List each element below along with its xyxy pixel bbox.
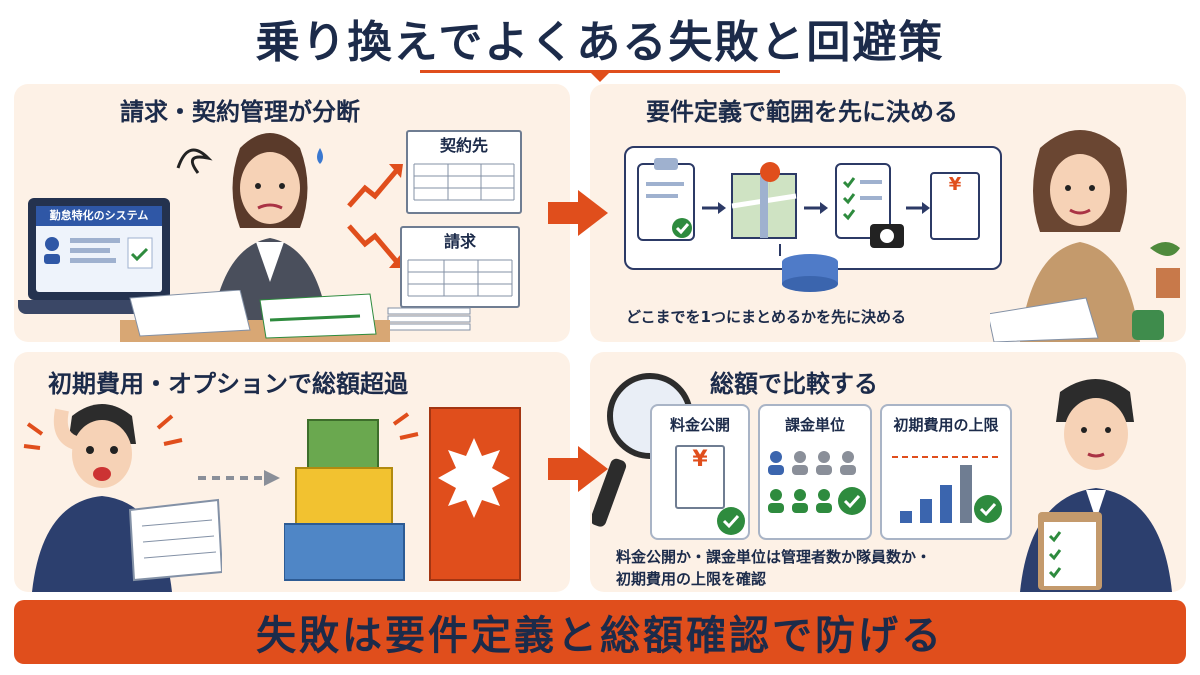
conclusion-banner: 失敗は要件定義と総額確認で防げる	[14, 600, 1186, 664]
solution-2-caption-line1: 料金公開か・課金単位は管理者数か隊員数か・	[616, 548, 932, 566]
shocked-man-illustration	[23, 404, 222, 592]
check-icon	[717, 507, 745, 535]
invoice-sheet-title: 請求	[443, 232, 476, 251]
page-title: 乗り換えでよくある失敗と回避策	[255, 17, 945, 68]
solution-1-caption: どこまでを1つにまとめるかを先に決める	[626, 308, 906, 326]
card-pricing-public-title: 料金公開	[669, 416, 730, 434]
yen-icon: ¥	[948, 174, 962, 195]
invoice-sheet: 請求	[400, 226, 520, 308]
bar-chart-icon	[892, 456, 1002, 523]
laptop-ui-icon	[44, 237, 153, 269]
card-billing-unit: 課金単位	[758, 404, 872, 540]
cost-blocks-illustration	[284, 407, 521, 581]
desk-papers-illustration	[120, 290, 390, 342]
checklist-icon	[835, 163, 891, 239]
dashed-arrow-icon	[198, 470, 280, 486]
solution-1-heading: 要件定義で範囲を先に決める	[646, 98, 958, 126]
yen-document-icon: ¥	[675, 445, 725, 509]
card-billing-unit-title: 課金単位	[784, 416, 845, 434]
map-pin-icon	[731, 162, 797, 239]
contract-sheet-title: 契約先	[439, 136, 488, 155]
scope-flow-diagram	[637, 158, 930, 292]
arrow-right-icon	[548, 446, 608, 492]
problem-1-heading: 請求・契約管理が分断	[120, 98, 360, 126]
arrow-right-icon	[548, 190, 608, 236]
problem-2-heading: 初期費用・オプションで総額超過	[48, 370, 408, 398]
card-initial-cost-cap-title: 初期費用の上限	[893, 416, 999, 434]
thinking-man-illustration	[1020, 379, 1172, 592]
title-underline	[420, 70, 780, 73]
title-notch	[590, 72, 610, 82]
paper-stack-icon	[387, 307, 471, 331]
contract-sheet: 契約先	[406, 130, 522, 214]
spreadsheet-grid-icon	[413, 163, 515, 201]
spreadsheet-grid-icon	[407, 259, 513, 297]
card-pricing-public: 料金公開 ¥	[650, 404, 750, 540]
camera-icon	[870, 224, 904, 248]
database-icon	[779, 244, 838, 292]
invoice-document-icon: ¥	[930, 172, 980, 240]
people-icon	[768, 451, 866, 515]
thinking-woman-illustration	[990, 130, 1180, 342]
solution-2-heading: 総額で比較する	[710, 370, 878, 398]
solution-2-caption-line2: 初期費用の上限を確認	[616, 570, 767, 588]
zigzag-arrows-icon	[347, 164, 403, 268]
conclusion-text: 失敗は要件定義と総額確認で防げる	[256, 613, 944, 659]
card-initial-cost-cap: 初期費用の上限	[880, 404, 1012, 540]
laptop-system-label: 勤怠特化のシステム	[36, 206, 162, 226]
clipboard-check-icon	[637, 158, 695, 241]
